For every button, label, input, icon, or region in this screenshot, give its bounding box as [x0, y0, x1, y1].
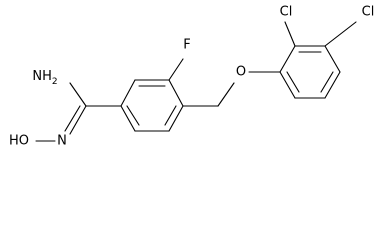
molecule-svg: NH2 HO N F O Cl Cl: [9, 5, 375, 149]
cl-right-label: Cl: [362, 5, 375, 20]
aromatic-inner-bond: [126, 105, 140, 126]
bond-ring-cl-left: [284, 21, 296, 47]
bond-carbon-nh2: [69, 82, 87, 107]
bond-c4-c5: [168, 105, 184, 132]
bond-r3-r4: [324, 45, 341, 73]
bond-ring-f: [168, 58, 184, 81]
aromatic-inner-bond: [286, 71, 300, 93]
bond-c3-c4: [168, 79, 184, 107]
chemical-structure-diagram: NH2 HO N F O Cl Cl: [8, 4, 375, 149]
bond-ch2-o: [217, 82, 235, 107]
double-bond-carbon-n-inner: [64, 105, 81, 132]
nh2-text: NH: [32, 69, 52, 84]
bond-ring-cl-right: [324, 21, 357, 47]
bond-r6-r1: [279, 71, 296, 99]
bond-r4-r5: [324, 71, 341, 99]
nh2-subscript: 2: [52, 77, 58, 87]
n-label: N: [57, 134, 67, 149]
aromatic-inner-bond: [164, 105, 177, 126]
bond-r1-r2: [279, 45, 296, 73]
aromatic-inner-bond: [320, 71, 334, 93]
bond-c6-c1: [120, 105, 136, 132]
ho-label: HO: [9, 134, 29, 149]
o-label: O: [236, 65, 246, 80]
bond-c1-c2: [120, 79, 136, 107]
cl-left-label: Cl: [280, 5, 293, 20]
f-label: F: [183, 38, 190, 53]
nh2-label: NH2: [32, 69, 57, 87]
double-bond-carbon-n: [69, 105, 87, 135]
